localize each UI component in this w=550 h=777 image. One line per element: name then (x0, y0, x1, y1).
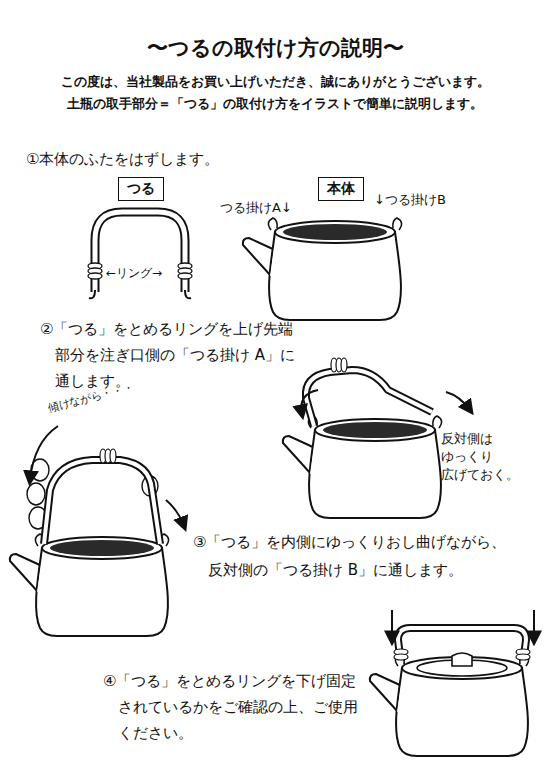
kettle-body (370, 654, 529, 756)
label-text: つる掛けA↓ (220, 198, 310, 218)
down-arrow (391, 610, 393, 640)
label-text: ④「つる」をとめるリングを下げ固定 されているかをご確認の上、ご使用 ください。 (103, 668, 385, 746)
label-box: 本体 (318, 177, 364, 201)
box-label: つる (127, 180, 155, 198)
kettle-body (10, 534, 169, 636)
box-label: 本体 (327, 180, 355, 198)
kettle-body (243, 218, 402, 320)
label-text: ①本体のふたをはずします。 (26, 148, 346, 171)
handle-figure (301, 358, 470, 426)
kettle-opening (323, 422, 427, 438)
down-arrow (533, 610, 535, 640)
label-text: ②「つる」をとめるリングを上げ先端 部分を注ぎ口側の「つる掛け A」に 通します… (40, 316, 320, 394)
label-text: ←リング→ (106, 264, 186, 282)
kettle-opening (283, 224, 387, 240)
handle-figure (88, 212, 192, 298)
label-text: ③「つる」を内側にゆっくりおし曲げながら、 反対側の「つる掛け B」に通します。 (193, 528, 533, 584)
kettle-opening (50, 540, 154, 556)
title: 〜つるの取付け方の説明〜 (0, 34, 550, 62)
label-text: ↓つる掛けB (374, 190, 474, 210)
kettle-body (283, 416, 442, 518)
intro-text: この度は、当社製品をお買い上げいただき、誠にありがとうございます。 (0, 72, 550, 91)
intro-text: 土瓶の取手部分＝「つる」の取付け方をイラストで簡単に説明します。 (0, 94, 550, 113)
kettle-lid (394, 649, 530, 676)
label-box: つる (118, 177, 164, 201)
label-text: 反対側は ゆっくり 広げておく。 (441, 430, 523, 484)
handle-figure (27, 426, 184, 544)
